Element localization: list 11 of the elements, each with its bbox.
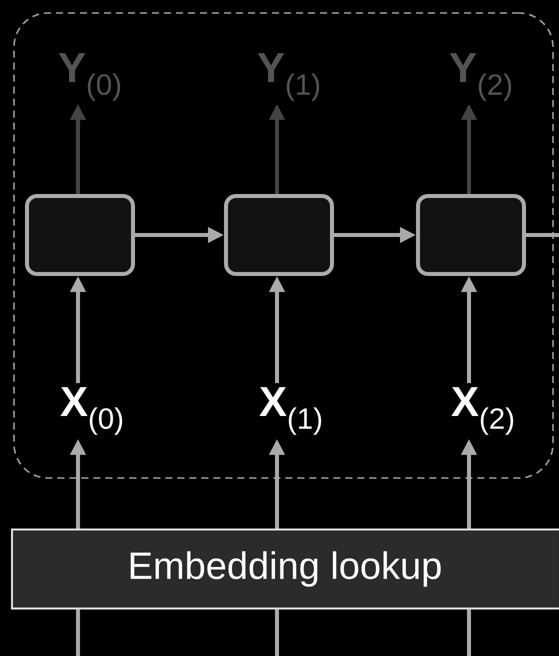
cell-box	[25, 194, 135, 276]
cell-box	[416, 194, 526, 276]
input-label: X$_{(1)}$	[259, 387, 322, 435]
output-label: Y$_{(2)}$	[450, 53, 512, 101]
embedding-layer-box: Embedding lookup	[11, 528, 559, 610]
output-label: Y$_{(1)}$	[258, 53, 320, 101]
dashed-group-frame	[13, 12, 554, 479]
input-label: X$_{(0)}$	[60, 387, 122, 435]
output-label: Y$_{(0)}$	[58, 53, 120, 101]
input-label: X$_{(2)}$	[451, 387, 514, 435]
cell-box	[224, 194, 334, 276]
